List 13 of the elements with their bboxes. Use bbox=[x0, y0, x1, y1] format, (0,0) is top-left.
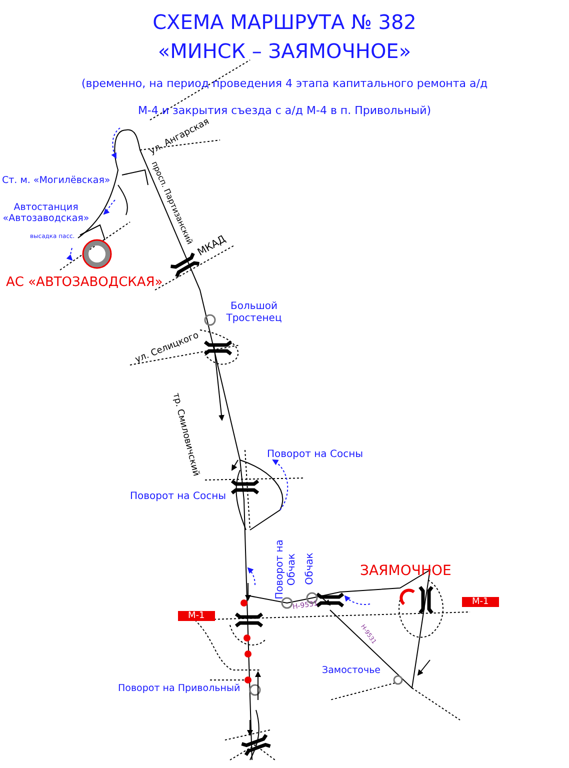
village-name: ЗАЯМОЧНОЕ bbox=[360, 563, 452, 580]
stop-name: Автостанция «Автозаводская» bbox=[2, 203, 90, 225]
stop-name: Замосточье bbox=[322, 666, 381, 677]
road-number-sign: М-1 bbox=[178, 611, 215, 622]
map-title: СХЕМА МАРШРУТА № 382 «МИНСК – ЗАЯМОЧНОЕ» bbox=[152, 9, 418, 65]
stop-name: Поворот на Сосны bbox=[267, 449, 363, 460]
stop-name: Ст. м. «Могилёвская» bbox=[2, 176, 110, 187]
stop-name: Поворот на Привольный bbox=[118, 684, 240, 695]
terminal-name: АС «АВТОЗАВОДСКАЯ» bbox=[6, 276, 163, 291]
road-number-sign: М-1 bbox=[462, 597, 499, 608]
stop-name: Поворот на Сосны bbox=[130, 491, 226, 502]
stop-name: Обчак bbox=[304, 552, 316, 585]
stop-name: Большой Тростенец bbox=[225, 301, 283, 324]
